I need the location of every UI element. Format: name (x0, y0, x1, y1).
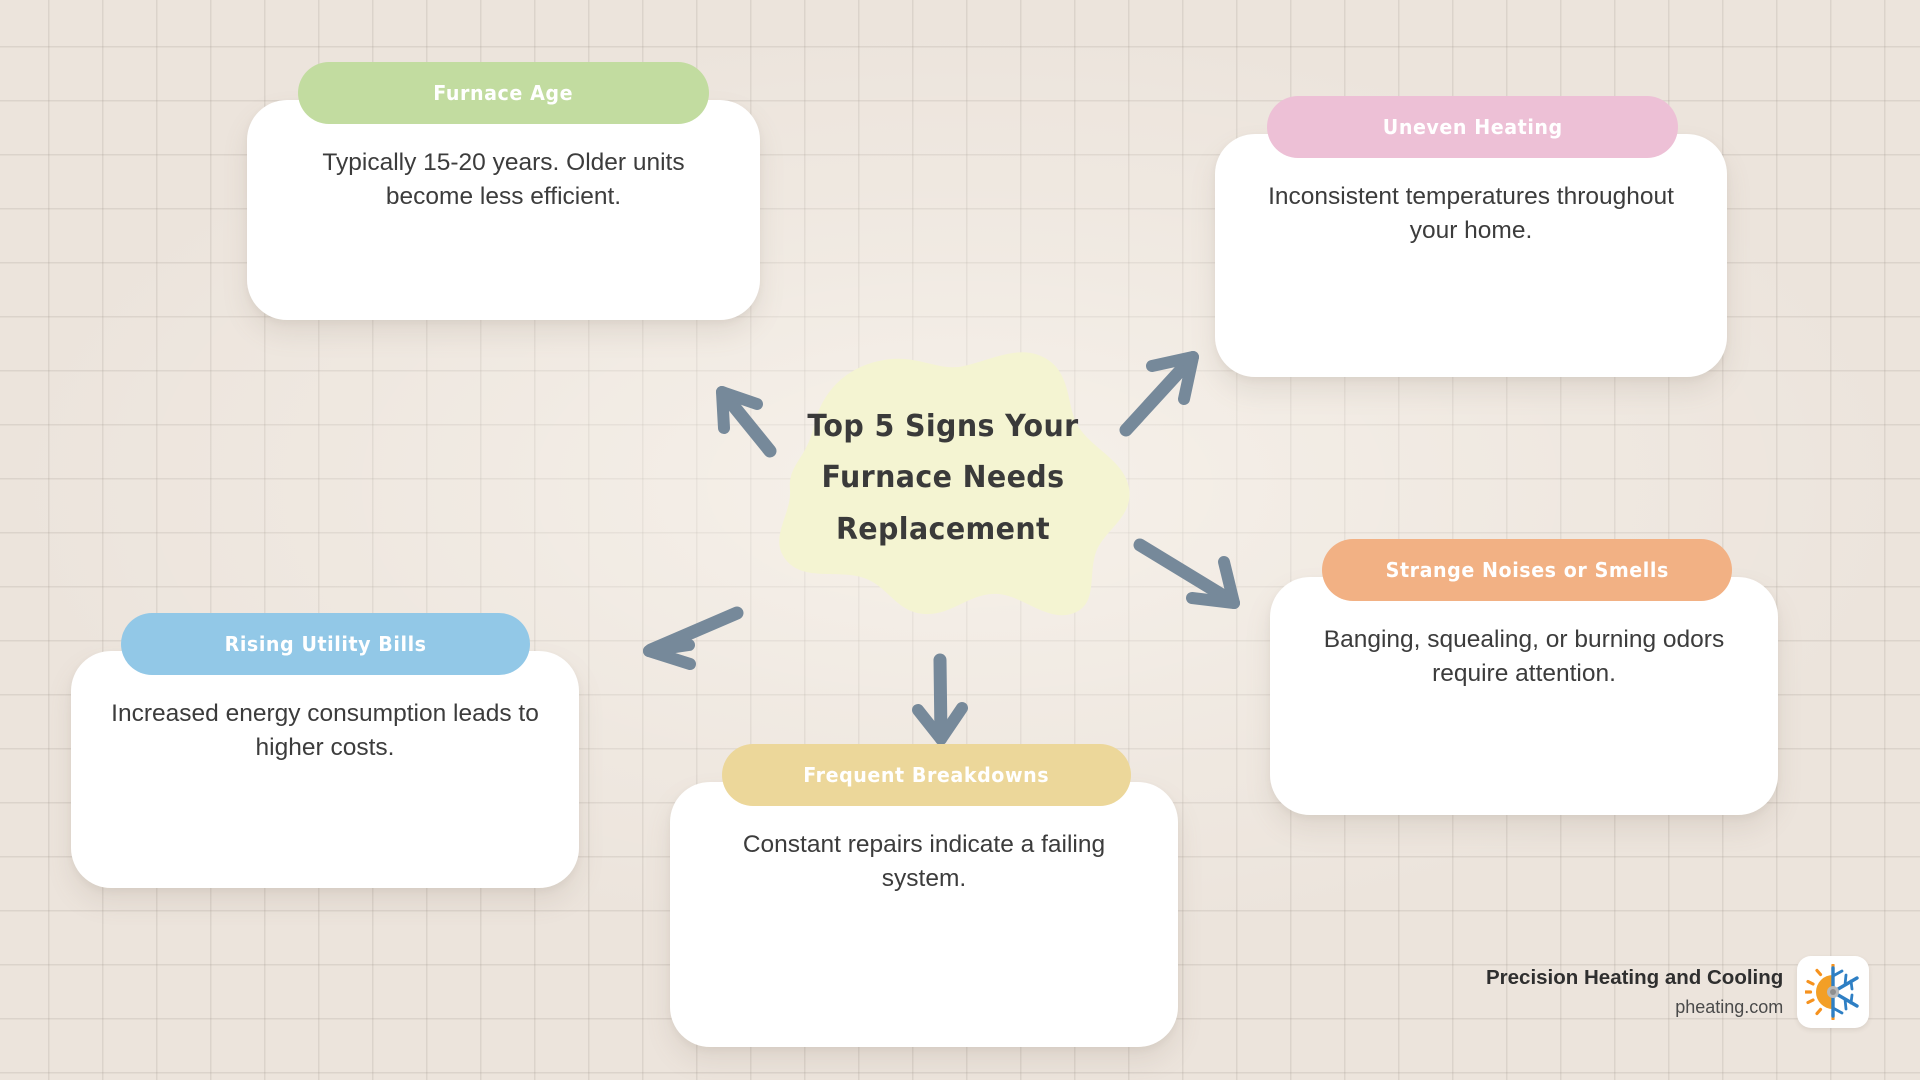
arrow-upright-icon (1119, 351, 1199, 437)
center-title-line-2: Furnace Needs (821, 460, 1065, 496)
card-body: Constant repairs indicate a failing syst… (670, 782, 1178, 1047)
sun-snowflake-icon (1797, 956, 1870, 1028)
sun-half-icon (1805, 964, 1835, 1020)
brand-text: Precision Heating and Cooling pheating.c… (1486, 965, 1783, 1018)
card-title: Frequent Breakdowns (803, 763, 1050, 787)
center-title-line-1: Top 5 Signs Your (807, 408, 1079, 444)
blob-shape (779, 352, 1130, 616)
card-body: Banging, squealing, or burning odors req… (1270, 577, 1778, 815)
card-description: Banging, squealing, or burning odors req… (1323, 626, 1725, 687)
card-header-pill: Furnace Age (298, 62, 709, 124)
card-title: Strange Noises or Smells (1385, 558, 1669, 582)
card-header-pill: Frequent Breakdowns (722, 744, 1131, 806)
card-description: Increased energy consumption leads to hi… (111, 700, 539, 761)
arrow-downright-icon (1133, 538, 1240, 609)
card-description: Constant repairs indicate a failing syst… (742, 831, 1106, 892)
card-body: Typically 15-20 years. Older units becom… (247, 100, 760, 320)
card-description: Typically 15-20 years. Older units becom… (322, 149, 685, 210)
brand-name: Precision Heating and Cooling (1486, 966, 1784, 990)
arrow-upleft-icon (716, 386, 777, 458)
brand-url[interactable]: pheating.com (1675, 996, 1784, 1017)
card-body: Increased energy consumption leads to hi… (71, 651, 579, 888)
card-body: Inconsistent temperatures throughout you… (1215, 134, 1727, 377)
center-topic-blob: Top 5 Signs Your Furnace Needs Replaceme… (752, 338, 1134, 618)
center-title: Top 5 Signs Your Furnace Needs Replaceme… (762, 338, 1125, 618)
card-description: Inconsistent temperatures throughout you… (1268, 183, 1674, 244)
brand-block: Precision Heating and Cooling pheating.c… (1486, 956, 1870, 1028)
card-title: Rising Utility Bills (224, 632, 427, 656)
center-title-line-3: Replacement (835, 511, 1051, 547)
card-header-pill: Uneven Heating (1267, 96, 1678, 158)
arrow-down-icon (912, 653, 968, 745)
card-header-pill: Rising Utility Bills (121, 613, 530, 675)
arrow-downleft-icon (643, 606, 744, 670)
card-title: Uneven Heating (1382, 115, 1563, 139)
card-title: Furnace Age (433, 81, 574, 105)
card-header-pill: Strange Noises or Smells (1322, 539, 1732, 601)
